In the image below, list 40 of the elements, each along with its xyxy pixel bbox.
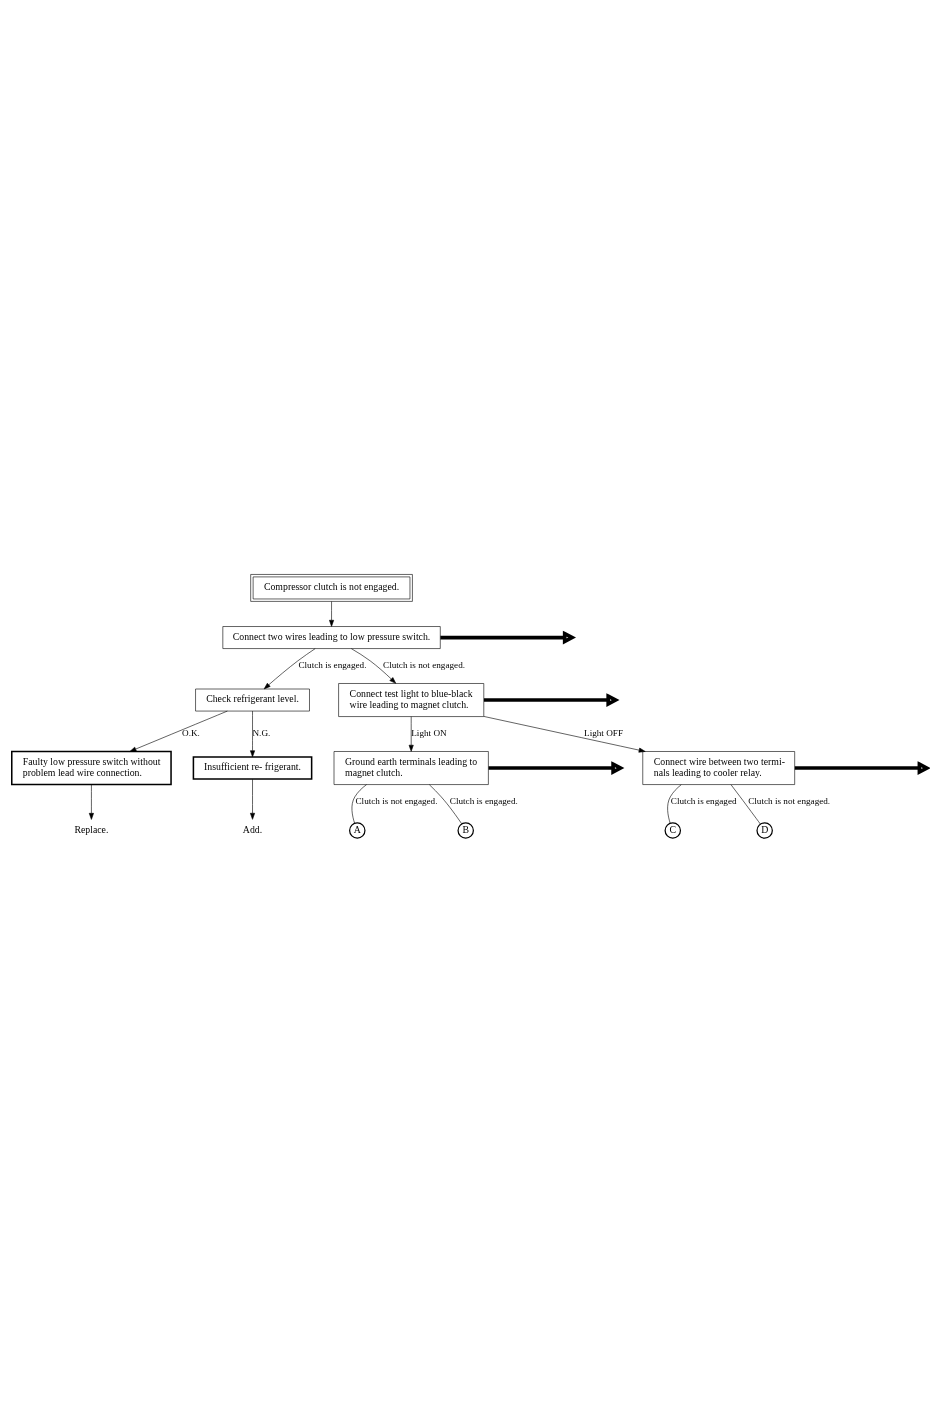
arrow — [249, 778, 255, 820]
edge-label: Light OFF — [583, 727, 623, 738]
node-text: Replace. — [73, 823, 108, 835]
node-circle: C — [664, 821, 681, 839]
arrow — [488, 760, 624, 775]
arrow — [408, 715, 414, 752]
connector — [730, 783, 761, 824]
arrow — [249, 710, 255, 757]
edge-label: Clutch is not engaged. — [747, 795, 830, 806]
arrow — [129, 710, 228, 752]
node-text: Add. — [242, 823, 262, 835]
node-circle: D — [755, 821, 773, 839]
edge-label: O.K. — [181, 727, 200, 738]
arrow — [328, 600, 334, 627]
edge-label: Clutch is not engaged. — [382, 659, 465, 670]
arrow — [350, 647, 396, 684]
connector — [666, 783, 682, 823]
arrow — [483, 715, 645, 753]
arrow — [439, 630, 576, 644]
node-box: Insufficient re- frigerant. — [192, 755, 312, 780]
arrow — [794, 760, 930, 775]
node-box: Faulty low pressure switch without problem lead wire connection. — [10, 750, 172, 785]
arrow — [483, 692, 619, 707]
node-box: Check refrigerant level. — [194, 688, 310, 711]
arrow — [88, 783, 94, 820]
edge-label: Clutch is engaged. — [297, 659, 366, 670]
node-circle: B — [456, 821, 474, 839]
edge-label: Clutch is engaged. — [449, 795, 518, 806]
node-box: Connect two wires leading to low pressure switch. — [222, 625, 441, 649]
edge-label: Clutch is engaged — [670, 795, 737, 806]
node-box: Ground earth terminals leading to magnet clutch. — [333, 750, 489, 785]
edge-label: Clutch is not engaged. — [354, 795, 437, 806]
node-box: Connect wire between two termi- nals leading to cooler relay. — [641, 750, 795, 785]
edge-label: N.G. — [251, 727, 270, 738]
node-circle: A — [348, 821, 366, 839]
edge-label: Light ON — [410, 727, 447, 738]
connector — [351, 783, 367, 824]
arrow — [263, 647, 315, 689]
node-box: Connect test light to blue-black wire leading to magnet clutch. — [337, 682, 484, 717]
connector — [428, 783, 462, 824]
